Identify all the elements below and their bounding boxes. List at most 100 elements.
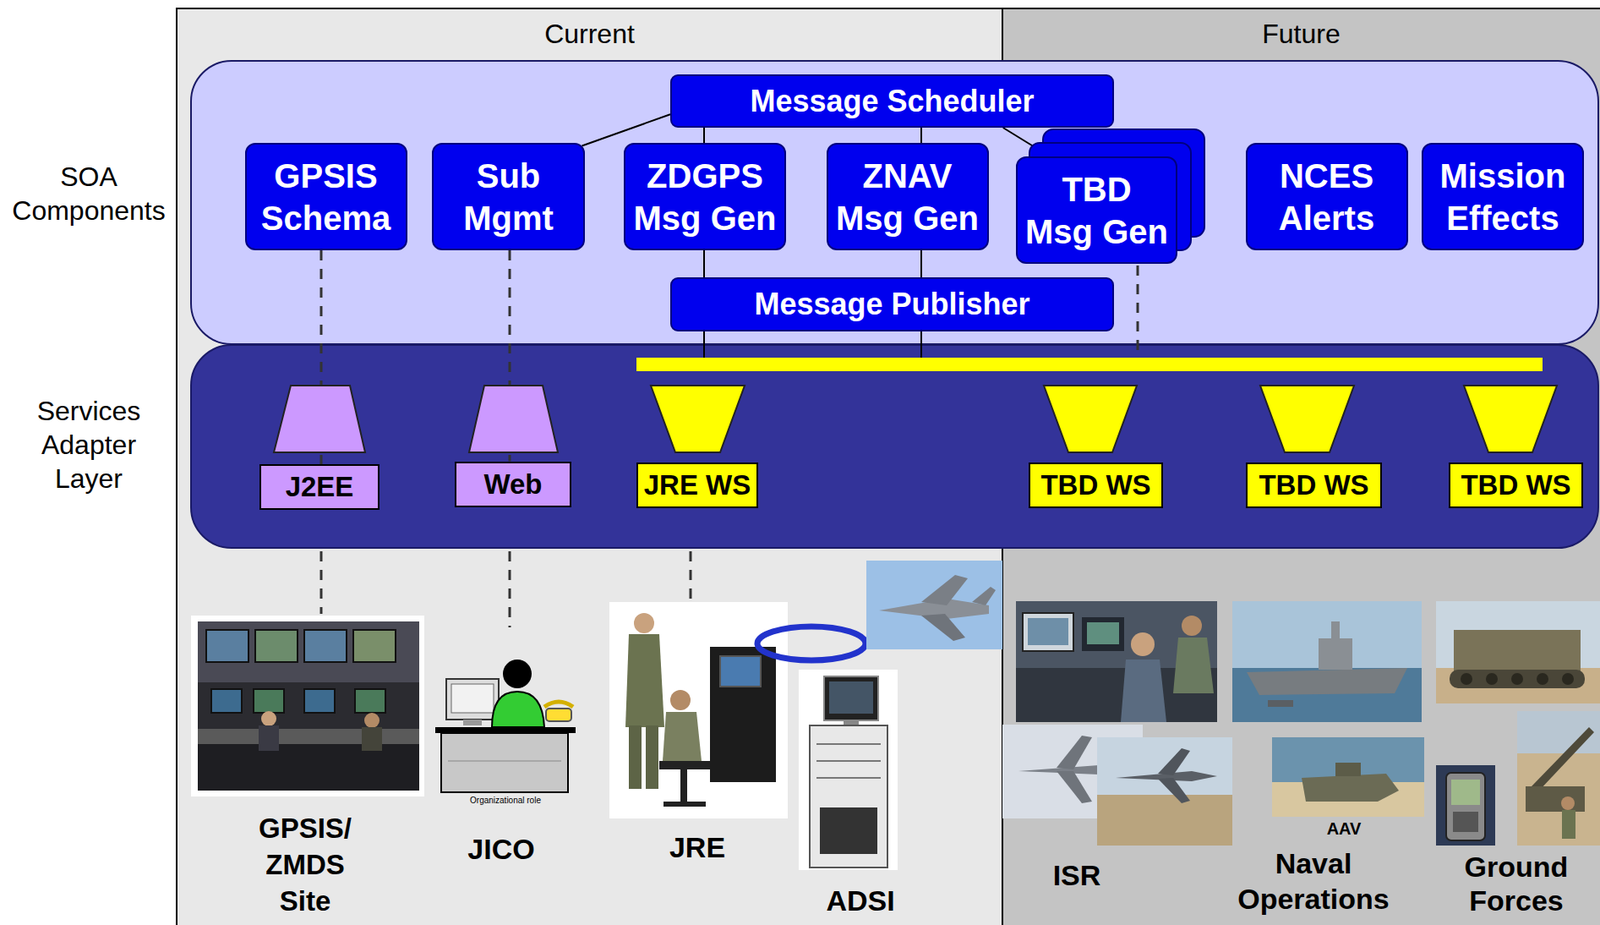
- amphibious-vehicle-photo-part: [1335, 762, 1361, 776]
- drone-photo-part: [1056, 770, 1093, 803]
- control-room-photo-part: [197, 728, 420, 744]
- control-room-photo-part: [258, 725, 279, 751]
- gps-handheld-photo-part: [1446, 772, 1486, 841]
- computer-tower-part: [816, 742, 881, 745]
- armored-vehicle-photo-part: [1536, 672, 1549, 685]
- label-holder: ADSI: [775, 883, 945, 918]
- jre-operators-photo-part: [670, 689, 691, 710]
- site-label: Naval Operations: [1228, 845, 1398, 917]
- adapter-tag: TBD WS: [1245, 462, 1382, 508]
- future-region: [1002, 8, 1600, 925]
- gps-handheld-photo-part: [1451, 779, 1480, 805]
- jre-operators-photo-part: [633, 612, 655, 634]
- adapter-trapezoids-part: [1260, 385, 1355, 453]
- bus-lines: [704, 331, 922, 358]
- fighter-jet-photo-part: [921, 613, 966, 641]
- connector-line: [703, 250, 705, 278]
- label-holder: Organizational role: [454, 795, 557, 806]
- armored-vehicle-photo-part: [1511, 672, 1524, 685]
- component-box: TBD Msg Gen: [1015, 156, 1178, 264]
- operator-icon-part: [463, 719, 482, 726]
- adapter-tag: Web: [454, 461, 572, 508]
- adapter-trapezoids-part: [273, 385, 366, 453]
- armored-vehicle-photo-part: [1436, 667, 1600, 704]
- control-room-photo-part: [255, 629, 298, 662]
- isr-room-photo-part: [1181, 615, 1202, 636]
- dashed-line: [1136, 265, 1140, 358]
- adapter-tag: JRE WS: [636, 462, 759, 508]
- adapter-trapezoids-part: [650, 385, 745, 453]
- label-holder: AAV: [1301, 818, 1387, 839]
- box-label: Message Scheduler: [749, 82, 1034, 121]
- box-label: TBD WS: [1258, 468, 1369, 503]
- isr-room-photo: [1015, 600, 1218, 722]
- amphibious-vehicle-photo: [1272, 737, 1425, 817]
- label-holder: Ground Forces: [1452, 849, 1580, 918]
- control-room-photo-part: [364, 712, 380, 728]
- gps-handheld-photo: [1436, 764, 1496, 846]
- isr-room-photo-part: [1130, 632, 1155, 656]
- control-room-photo-part: [197, 621, 420, 791]
- isr-room-photo-part: [1022, 612, 1074, 651]
- drone-desert-photo-part: [1157, 777, 1191, 803]
- amphibious-vehicle-photo-part: [1301, 773, 1399, 802]
- dashed-leaders-part: [320, 551, 323, 614]
- box-label: ZDGPS Msg Gen: [630, 154, 780, 240]
- ship-photo-part: [1318, 638, 1353, 670]
- box-label: ZNAV Msg Gen: [833, 154, 983, 240]
- isr-room-photo-part: [1015, 600, 1218, 722]
- control-room-photo-part: [304, 629, 347, 662]
- isr-room-photo-part: [1173, 637, 1214, 694]
- band-heading: Services Adapter Layer: [12, 393, 165, 496]
- control-room-photo-part: [211, 688, 242, 713]
- connector-line: [920, 127, 923, 143]
- box-label: TBD WS: [1040, 468, 1151, 503]
- operator-icon-part: [491, 691, 545, 727]
- adapter-trapezoids-part: [1043, 385, 1137, 453]
- icon-caption: Organizational role: [454, 795, 557, 806]
- jre-operators-photo-part: [662, 711, 702, 761]
- computer-tower-part: [816, 759, 881, 762]
- soa-band: SOA ComponentsMessage SchedulerGPSIS Sch…: [191, 60, 1599, 345]
- armored-vehicle-photo-part: [1436, 600, 1600, 704]
- adapter-trapezoids-part: [1463, 385, 1557, 453]
- operator-icon-part: [451, 683, 494, 713]
- label-holder: JICO: [416, 831, 586, 866]
- jre-operators-photo-part: [645, 725, 659, 789]
- computer-tower-part: [829, 681, 874, 714]
- computer-tower-part: [798, 669, 898, 870]
- computer-tower-part: [816, 776, 881, 779]
- service-bus-bar: [636, 357, 1543, 372]
- label-holder: ISR: [992, 857, 1162, 892]
- armored-vehicle-photo: [1436, 600, 1600, 704]
- armored-vehicle-photo-part: [1485, 672, 1498, 685]
- component-box: Message Publisher: [670, 277, 1114, 332]
- box-label: Message Publisher: [753, 285, 1030, 323]
- component-box: ZNAV Msg Gen: [826, 142, 989, 251]
- component-box: Message Scheduler: [670, 74, 1114, 128]
- data-link-ring: [757, 626, 866, 661]
- connector-line: [582, 114, 672, 146]
- control-room-photo-part: [197, 743, 420, 791]
- box-label: TBD Msg Gen: [1024, 168, 1169, 253]
- label-holder: GPSIS/ ZMDS Site: [241, 809, 369, 919]
- operator-icon-part: [435, 726, 576, 733]
- adapter-trapezoids: [273, 385, 1557, 453]
- adapter-trapezoids-part: [469, 385, 558, 453]
- operator-icon-part: [441, 732, 568, 792]
- artillery-photo-part: [1517, 710, 1600, 846]
- operator-icon: [435, 659, 576, 792]
- armored-vehicle-photo-part: [1449, 669, 1585, 689]
- box-label: GPSIS Schema: [251, 154, 401, 240]
- adapter-tag: TBD WS: [1028, 462, 1164, 508]
- operator-icon-part: [546, 708, 572, 721]
- drone-desert-photo-part: [1097, 737, 1233, 846]
- adapter-tag: TBD WS: [1448, 462, 1584, 508]
- fighter-jet-photo-part: [972, 586, 996, 606]
- control-room-photo: [191, 615, 425, 797]
- soa-band-fill: [191, 60, 1599, 345]
- ship-photo-part: [1232, 600, 1422, 722]
- artillery-photo: [1517, 710, 1600, 846]
- connector-line: [920, 250, 923, 278]
